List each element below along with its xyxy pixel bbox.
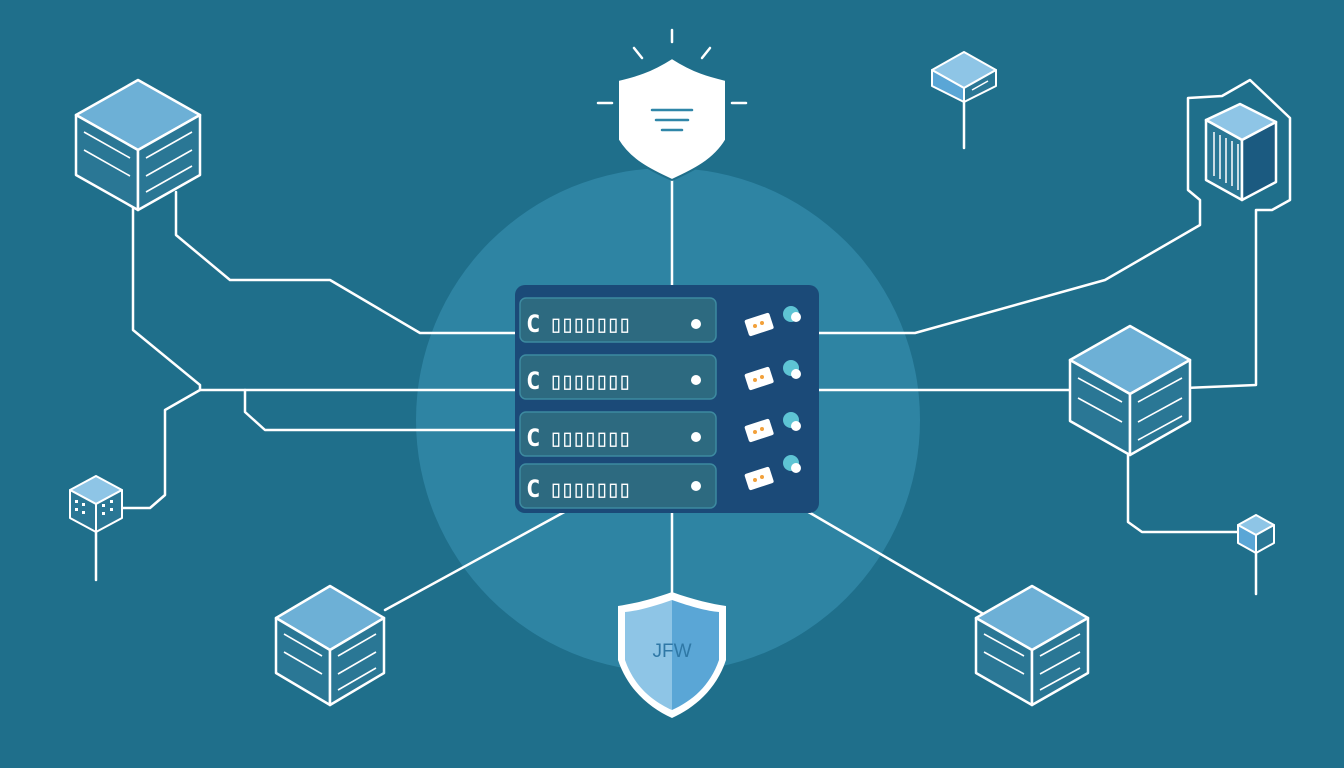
link-bottom-left xyxy=(383,508,570,612)
link-left-branch xyxy=(243,388,520,432)
status-led-icon xyxy=(691,432,701,442)
rack-slot: C ▯▯▯▯▯▯▯ xyxy=(519,297,717,343)
connection-lines xyxy=(94,78,1292,617)
small-server-cube-icon xyxy=(931,51,997,103)
shield-icon: JFW xyxy=(618,592,726,718)
status-led-icon xyxy=(691,481,701,491)
firewall-label: JFW xyxy=(652,641,691,662)
link-top-left-to-rack xyxy=(174,190,520,335)
status-led-icon xyxy=(691,319,701,329)
rack-slot-label: C ▯▯▯▯▯▯▯ xyxy=(526,310,629,338)
link-left-trunk xyxy=(131,206,520,392)
server-cube-icon xyxy=(274,584,386,707)
server-cube-icon xyxy=(1068,324,1192,457)
rack-slot: C ▯▯▯▯▯▯▯ xyxy=(519,354,717,400)
rack-slot: C ▯▯▯▯▯▯▯ xyxy=(519,411,717,457)
rack-slot-label: C ▯▯▯▯▯▯▯ xyxy=(526,475,629,503)
server-rack: C ▯▯▯▯▯▯▯ C ▯▯▯▯▯▯▯ C ▯▯▯▯▯▯▯ C ▯▯▯▯▯▯▯ xyxy=(515,285,819,513)
server-cube-icon xyxy=(974,584,1090,707)
shield-lines-icon xyxy=(596,28,748,182)
port-indicator-icon xyxy=(744,412,801,443)
rack-slot-label: C ▯▯▯▯▯▯▯ xyxy=(526,367,629,395)
status-led-icon xyxy=(691,375,701,385)
port-indicator-icon xyxy=(744,360,801,391)
rack-slot: C ▯▯▯▯▯▯▯ xyxy=(519,463,717,509)
port-indicator-icon xyxy=(744,455,801,491)
small-cube-icon xyxy=(1237,514,1275,554)
link-right-small xyxy=(1126,453,1242,534)
link-left-small xyxy=(120,388,202,510)
link-top-right xyxy=(814,78,1292,390)
server-cube-icon xyxy=(74,78,202,212)
link-bottom-right xyxy=(803,508,987,617)
chip-cube-icon xyxy=(69,475,123,533)
rack-slot-label: C ▯▯▯▯▯▯▯ xyxy=(526,424,629,452)
server-tower-icon xyxy=(1204,102,1278,202)
port-indicator-icon xyxy=(744,306,801,337)
